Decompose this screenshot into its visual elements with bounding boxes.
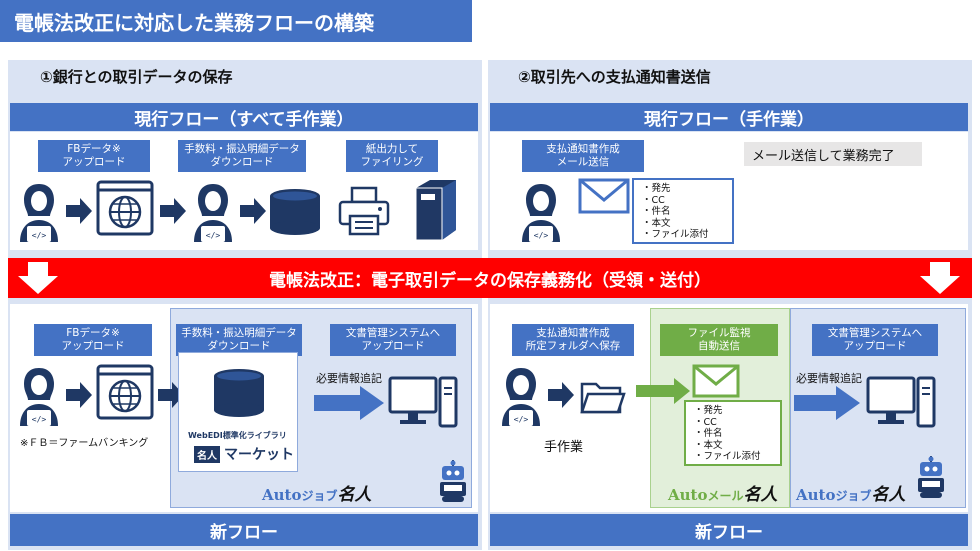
new-fee-download-text: 手数料・振込明細データ ダウンロード [181, 327, 297, 352]
webedi-name: マーケット [224, 447, 294, 463]
arrow-right-icon [160, 198, 186, 224]
big-arrow-icon [794, 386, 860, 420]
operator-icon: </> [194, 184, 232, 242]
file-monitor-label: ファイル監視 自動送信 [660, 324, 778, 356]
automail-meijin: 名人 [743, 485, 778, 505]
robot-icon [918, 456, 944, 498]
mail-field-attach: ・ファイル添付 [694, 451, 761, 462]
autojob-logo-right: Autoジョブ名人 [796, 480, 906, 505]
arrow-right-icon [158, 382, 184, 408]
folder-icon [580, 382, 626, 414]
automail-mail: メール [707, 489, 744, 503]
automail-logo: Autoメール名人 [668, 480, 778, 505]
web-browser-icon [96, 364, 154, 420]
mail-field-cc: ・CC [694, 416, 717, 428]
current-mail-fields: ・発先 ・CC ・件名 ・本文 ・ファイル添付 [632, 178, 734, 244]
web-browser-icon [96, 180, 154, 236]
arrow-right-icon [240, 198, 266, 224]
right-doc-upload-text: 文書管理システムへ アップロード [827, 327, 923, 352]
operator-icon: </> [20, 368, 58, 426]
green-arrow-icon [636, 378, 690, 404]
autojob-meijin: 名人 [871, 485, 906, 505]
desktop-pc-icon [866, 376, 936, 428]
mail-field-body: ・本文 [642, 217, 671, 229]
mail-icon [578, 178, 630, 214]
current-print-label: 紙出力して ファイリング [346, 140, 438, 172]
svg-text:</>: </> [514, 415, 529, 424]
svg-text:</>: </> [32, 415, 47, 424]
manual-work-label: 手作業 [544, 440, 584, 455]
right-section-title: ②取引先への支払通知書送信 [518, 68, 711, 86]
binder-icon [415, 180, 456, 241]
new-fb-upload-label: FBデータ※ アップロード [34, 324, 152, 356]
webedi-logo: 名人 マーケット [194, 444, 294, 464]
new-doc-upload-label: 文書管理システムへ アップロード [330, 324, 456, 356]
operator-icon: </> [20, 184, 58, 242]
arrow-right-icon [66, 198, 92, 224]
svg-text:</>: </> [32, 231, 47, 240]
autojob-logo-left: Autoジョブ名人 [262, 480, 372, 505]
new-fee-download-label: 手数料・振込明細データ ダウンロード [176, 324, 302, 356]
autojob-job: ジョブ [835, 489, 872, 503]
robot-icon [440, 460, 466, 502]
mail-field-cc: ・CC [642, 194, 665, 206]
autojob-auto: Auto [262, 486, 302, 504]
automail-auto: Auto [668, 486, 708, 504]
new-payment-notice-text: 支払通知書作成 所定フォルダへ保存 [525, 327, 621, 352]
mail-field-body: ・本文 [694, 439, 723, 451]
mail-field-subject: ・件名 [642, 206, 671, 217]
left-current-header: 現行フロー（すべて手作業） [10, 103, 478, 131]
database-icon [270, 189, 320, 235]
current-fb-upload-text: FBデータ※ アップロード [62, 143, 126, 168]
new-payment-notice-label: 支払通知書作成 所定フォルダへ保存 [512, 324, 634, 356]
down-arrow-icon [920, 262, 960, 294]
mail-field-to: ・発先 [642, 183, 671, 194]
current-fee-download-label: 手数料・振込明細データ ダウンロード [178, 140, 306, 172]
webedi-badge: 名人 [194, 445, 220, 463]
auto-mail-fields: ・発先 ・CC ・件名 ・本文 ・ファイル添付 [684, 400, 782, 466]
desktop-pc-icon [388, 376, 458, 428]
page-title: 電帳法改正に対応した業務フローの構築 [0, 0, 472, 42]
left-additional-info: 必要情報追記 [316, 372, 382, 385]
current-payment-notice-text: 支払通知書作成 メール送信 [546, 143, 620, 168]
right-doc-upload-label: 文書管理システムへ アップロード [812, 324, 938, 356]
down-arrow-icon [18, 262, 58, 294]
current-fee-download-text: 手数料・振込明細データ ダウンロード [184, 143, 300, 168]
operator-icon: </> [522, 184, 560, 242]
current-fb-upload-label: FBデータ※ アップロード [38, 140, 150, 172]
new-doc-upload-text: 文書管理システムへ アップロード [345, 327, 441, 352]
law-change-banner: 電帳法改正：電子取引データの保存義務化（受領・送付） [8, 258, 972, 298]
current-payment-notice-label: 支払通知書作成 メール送信 [522, 140, 644, 172]
right-new-flow-footer: 新フロー [490, 514, 968, 546]
svg-text:</>: </> [206, 231, 221, 240]
file-monitor-text: ファイル監視 自動送信 [687, 327, 751, 352]
operator-icon: </> [502, 368, 540, 426]
left-section-title: ①銀行との取引データの保存 [40, 68, 233, 86]
right-current-header: 現行フロー（手作業） [490, 103, 968, 131]
current-print-text: 紙出力して ファイリング [360, 143, 424, 168]
arrow-right-icon [66, 382, 92, 408]
fb-footnote: ※ＦＢ＝ファームバンキング [20, 438, 149, 449]
mail-field-to: ・発先 [694, 405, 723, 416]
right-additional-info: 必要情報追記 [796, 372, 862, 385]
autojob-auto: Auto [796, 486, 836, 504]
new-fb-upload-text: FBデータ※ アップロード [61, 327, 125, 352]
autojob-meijin: 名人 [337, 485, 372, 505]
mail-icon [692, 364, 740, 398]
mail-field-subject: ・件名 [694, 428, 723, 439]
webedi-library-text: WebEDI標準化ライブラリ [188, 431, 287, 440]
left-new-flow-footer: 新フロー [10, 514, 478, 546]
printer-icon [338, 186, 390, 236]
big-arrow-icon [314, 386, 384, 420]
mail-done-note: メール送信して業務完了 [744, 142, 922, 166]
svg-text:</>: </> [534, 231, 549, 240]
arrow-right-icon [548, 382, 574, 408]
mail-field-attach: ・ファイル添付 [642, 229, 709, 240]
autojob-job: ジョブ [301, 489, 338, 503]
database-icon [214, 369, 264, 417]
